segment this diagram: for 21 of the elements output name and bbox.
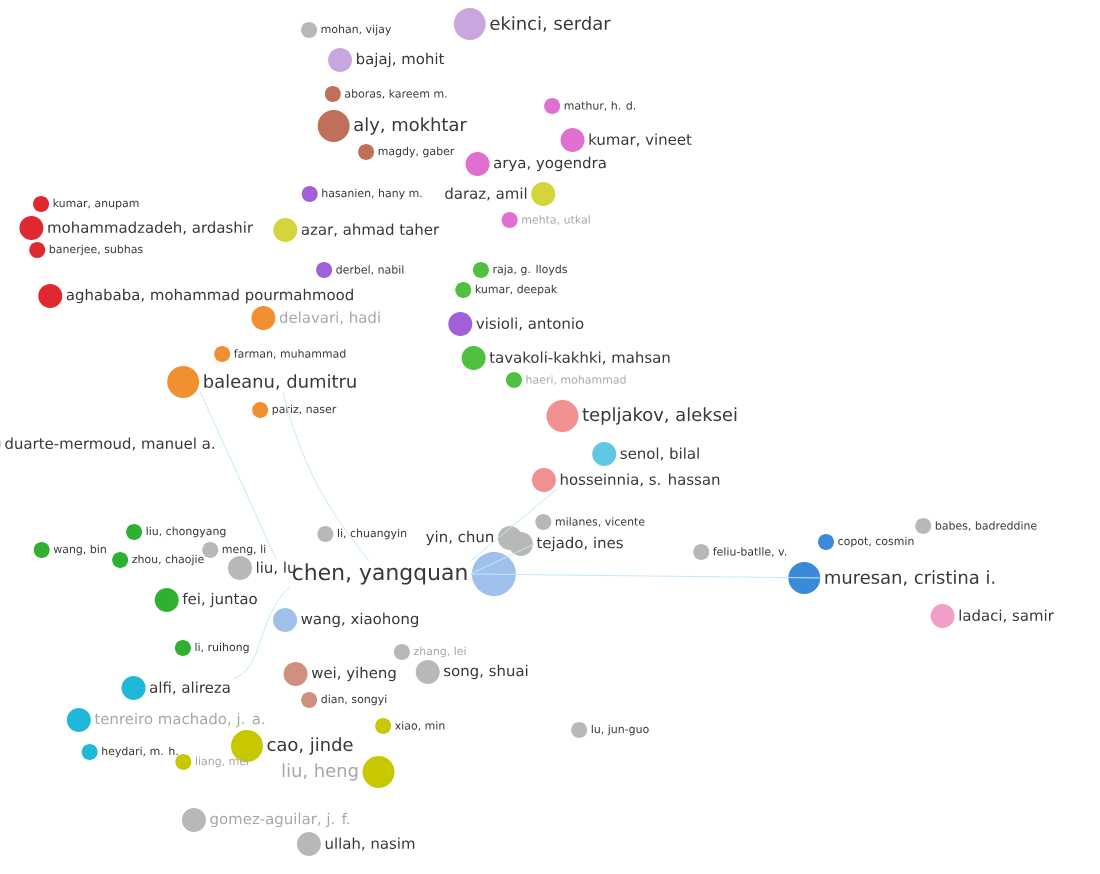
link-line <box>232 586 290 680</box>
node-label: liu, heng <box>282 763 358 781</box>
link-line <box>470 488 558 562</box>
author-node: tepljakov, aleksei <box>546 400 737 432</box>
link-line <box>470 573 822 579</box>
node-label: ekinci, serdar <box>490 16 611 32</box>
author-node: muresan, cristina i. <box>788 562 995 594</box>
node-label: tepljakov, aleksei <box>582 407 737 425</box>
author-node: baleanu, dumitru <box>167 366 356 398</box>
author-node: aly, mokhtar <box>317 110 467 142</box>
author-node: ekinci, serdar <box>453 8 611 40</box>
node-label: aly, mokhtar <box>354 117 467 135</box>
node-label: cao, jinde <box>267 737 353 755</box>
node-label: baleanu, dumitru <box>204 374 356 390</box>
link-line <box>282 391 370 562</box>
link-line <box>470 543 535 575</box>
author-node: liu, heng <box>282 756 395 788</box>
node-label: muresan, cristina i. <box>825 570 995 586</box>
node-label: chen, yangquan <box>292 563 467 585</box>
link-line <box>199 391 277 560</box>
author-node: chen, yangquan <box>292 552 516 596</box>
